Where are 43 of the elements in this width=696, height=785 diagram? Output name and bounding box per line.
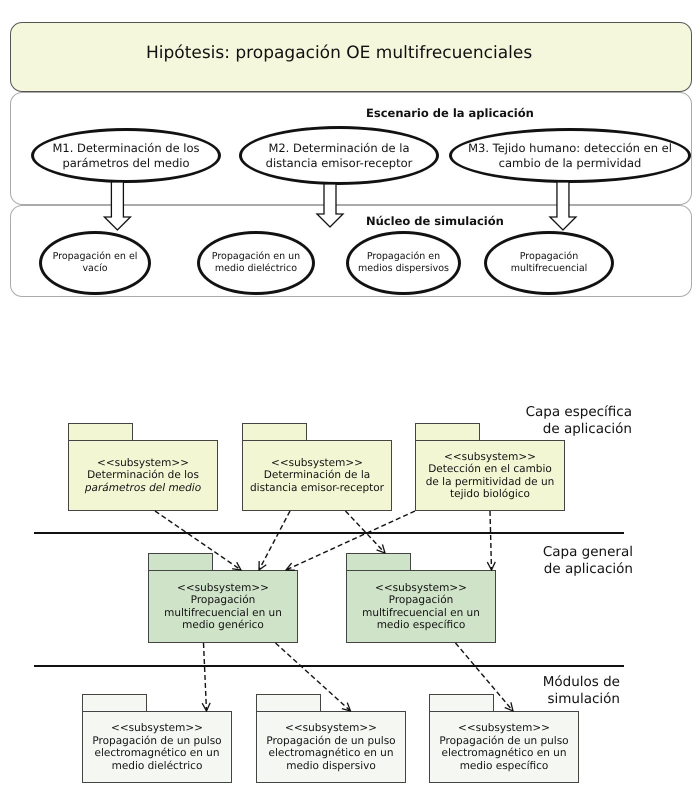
- package-name: Propagación de un pulso electromagnético en un medio dispersivo: [265, 734, 397, 772]
- package-name: Determinación de los parámetros del medio: [84, 469, 202, 494]
- layer-label: Módulos de simulación: [542, 674, 620, 708]
- module-ellipse: Propagación en el vacío: [39, 231, 151, 295]
- stereotype-label: <<subsystem>>: [444, 450, 536, 463]
- scenario-ellipse: M3. Tejido humano: detección en el cambio de la permividad: [449, 128, 691, 183]
- module-ellipse: Propagación en medios dispersivos: [346, 231, 461, 295]
- module-ellipse: Propagación multifrecuencial: [484, 231, 614, 295]
- dashed-arrow: [454, 642, 514, 712]
- package-name: Propagación multifrecuencial en un medio genérico: [163, 594, 283, 632]
- module-ellipse: Propagación en un medio dieléctrico: [197, 231, 315, 295]
- dashed-arrow: [154, 510, 242, 571]
- package-name: Propagación de un pulso electromagnético en un medio dieléctrico: [91, 734, 223, 772]
- layer-band: [10, 205, 692, 297]
- block-arrow: [548, 181, 578, 231]
- dashed-arrow: [285, 510, 416, 571]
- dashed-arrow: [275, 642, 352, 712]
- band-heading: Núcleo de simulación: [366, 214, 504, 228]
- stereotype-label: <<subsystem>>: [177, 582, 269, 594]
- dashed-arrow: [486, 510, 496, 571]
- dashed-arrow: [258, 510, 291, 571]
- scenario-ellipse: M2. Determinación de la distancia emisor-receptor: [239, 126, 439, 185]
- band-title: Hipótesis: propagación OE multifrecuenciales: [146, 43, 532, 63]
- layer-band: [10, 92, 692, 205]
- stereotype-label: <<subsystem>>: [97, 456, 189, 470]
- dashed-arrow: [345, 510, 386, 554]
- band-heading: Escenario de la aplicación: [366, 106, 534, 120]
- hypothesis-band: [10, 22, 692, 92]
- layer-label: Capa general de aplicación: [542, 544, 633, 578]
- stereotype-label: <<subsystem>>: [375, 582, 467, 594]
- package-name: Propagación multifrecuencial en un medio específico: [361, 594, 481, 632]
- package-name: Detección en el cambio de la permitividad de un tejido biológico: [424, 463, 556, 500]
- package-name: Determinación de la distancia emisor-receptor: [249, 469, 385, 494]
- block-arrow: [102, 181, 132, 231]
- package-name: Propagación de un pulso electromagnético en un medio específico: [438, 734, 570, 772]
- layer-label: Capa específica de aplicación: [524, 404, 632, 438]
- stereotype-label: <<subsystem>>: [285, 722, 377, 734]
- dashed-arrow: [202, 642, 211, 712]
- stereotype-label: <<subsystem>>: [271, 456, 363, 470]
- stereotype-label: <<subsystem>>: [458, 722, 550, 734]
- scenario-ellipse: M1. Determinación de los parámetros del medio: [31, 128, 221, 183]
- stereotype-label: <<subsystem>>: [111, 722, 203, 734]
- block-arrow: [315, 183, 345, 228]
